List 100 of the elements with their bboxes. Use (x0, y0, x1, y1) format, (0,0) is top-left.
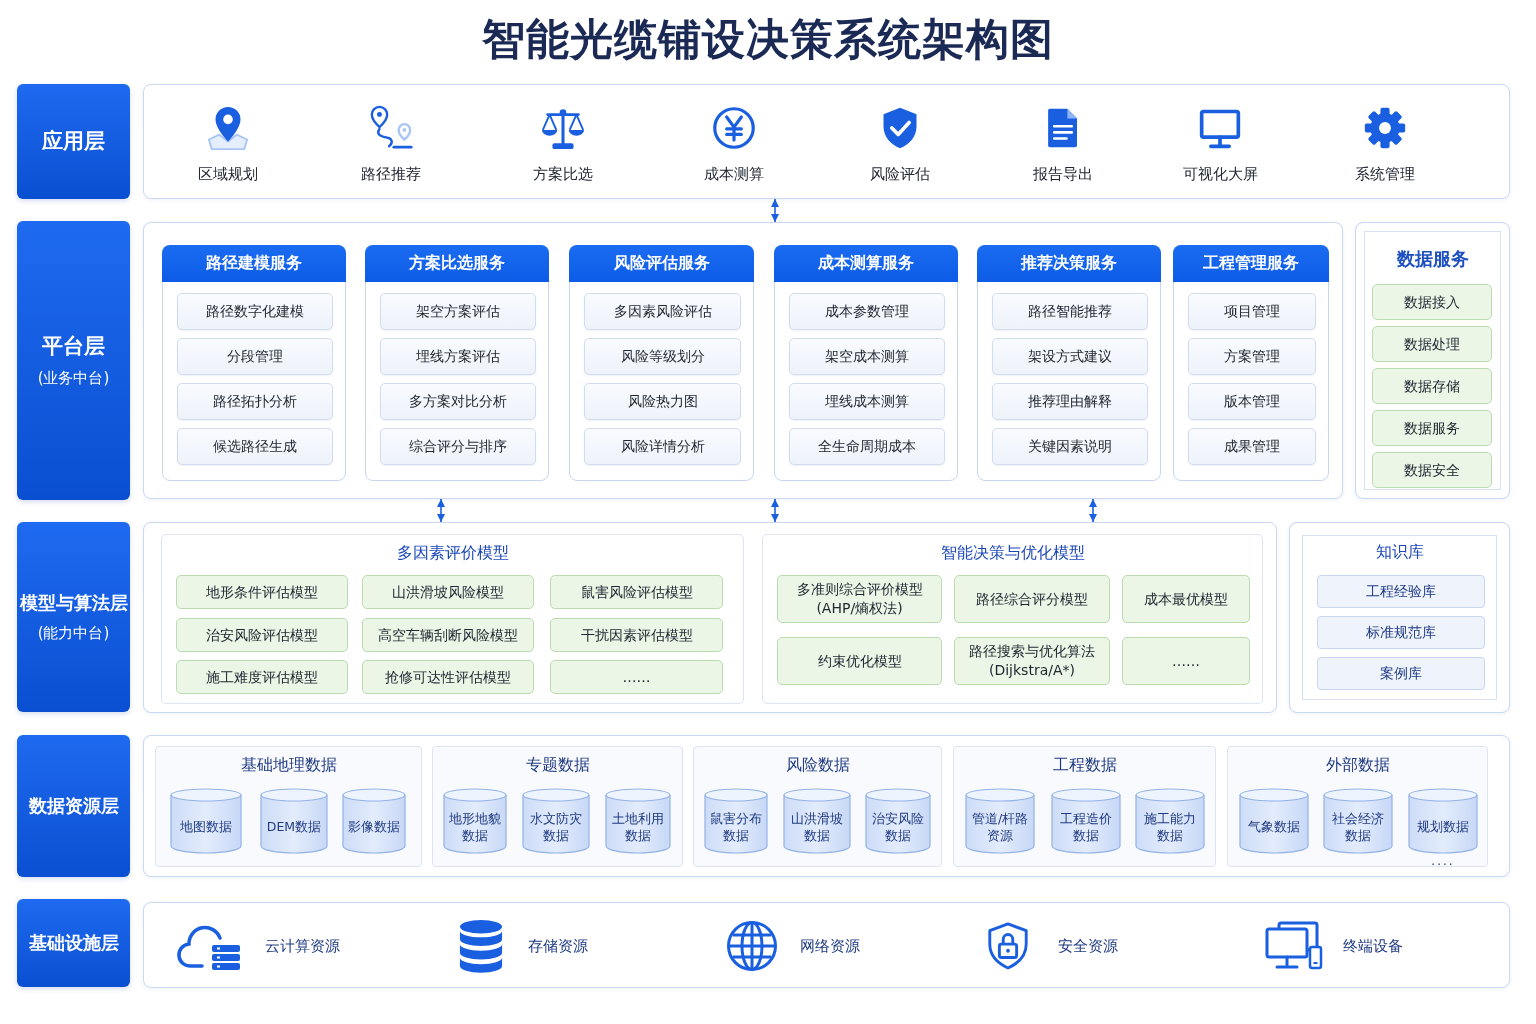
database-cylinder: 工程造价数据 (1051, 788, 1121, 854)
layer-panel (143, 735, 1510, 877)
data-service-item: 数据接入 (1372, 284, 1492, 320)
service-card-header: 工程管理服务 (1173, 245, 1329, 282)
function-item: 多方案对比分析 (380, 383, 536, 420)
model-item: 路径综合评分模型 (954, 575, 1110, 623)
service-card-header: 风险评估服务 (569, 245, 754, 282)
model-item: 抢修可达性评估模型 (362, 660, 534, 694)
database-cylinder: 规划数据 (1408, 788, 1478, 854)
database-cylinder: 地图数据 (170, 788, 242, 854)
database-cylinder: 山洪滑坡数据 (783, 788, 851, 854)
model-item: …… (1122, 637, 1250, 685)
function-item: 埋线成本测算 (789, 383, 945, 420)
layer-panel (143, 902, 1510, 988)
model-item: 干扰因素评估模型 (550, 618, 723, 652)
service-card (977, 245, 1161, 481)
service-card-header: 路径建模服务 (162, 245, 346, 282)
function-item: 推荐理由解释 (992, 383, 1148, 420)
database-cylinder: 社会经济数据 (1323, 788, 1393, 854)
function-item: 路径拓扑分析 (177, 383, 333, 420)
function-item: 版本管理 (1188, 383, 1316, 420)
database-cylinder: 管道/杆路资源 (965, 788, 1035, 854)
resource-label: 终端设备 (1343, 937, 1403, 955)
group-title: 多因素评价模型 (396, 543, 509, 563)
data-service-item: 数据安全 (1372, 452, 1492, 488)
group-title: 外部数据 (1325, 755, 1390, 775)
module-label: 可视化大屏 (1182, 165, 1258, 183)
layer-tab (17, 522, 130, 712)
function-item: 项目管理 (1188, 293, 1316, 330)
group-title: 风险数据 (785, 755, 850, 775)
model-group-panel (161, 534, 744, 704)
function-item: 成本参数管理 (789, 293, 945, 330)
layer-panel (143, 522, 1277, 713)
layer-title: 数据资源层 (28, 795, 119, 817)
function-item: 关键因素说明 (992, 428, 1148, 465)
data-service-panel (1355, 222, 1510, 499)
layer-subtitle: (能力中台) (37, 623, 110, 642)
data-group-panel (155, 746, 422, 867)
knowledge-item: 案例库 (1317, 657, 1485, 690)
knowledge-item: 标准规范库 (1317, 616, 1485, 649)
model-item: 山洪滑坡风险模型 (362, 575, 534, 609)
module-label: 方案比选 (533, 165, 593, 183)
function-item: 架空方案评估 (380, 293, 536, 330)
double-arrow (437, 498, 445, 523)
function-item: 候选路径生成 (177, 428, 333, 465)
function-item: 埋线方案评估 (380, 338, 536, 375)
service-card (1173, 245, 1329, 481)
database-cylinder: DEM数据 (260, 788, 328, 854)
layer-title: 模型与算法层 (19, 592, 128, 614)
function-item: 分段管理 (177, 338, 333, 375)
model-item: 鼠害风险评估模型 (550, 575, 723, 609)
group-title: 工程数据 (1052, 755, 1117, 775)
layer-tab (17, 899, 130, 987)
service-card (774, 245, 958, 481)
model-item: 治安风险评估模型 (176, 618, 348, 652)
database-cylinder: 地形地貌数据 (443, 788, 507, 854)
resource-label: 云计算资源 (265, 937, 340, 955)
layer-title: 平台层 (42, 333, 105, 360)
database-cylinder: 气象数据 (1239, 788, 1309, 854)
double-arrow (771, 498, 779, 523)
model-item: 成本最优模型 (1122, 575, 1250, 623)
function-item: 全生命周期成本 (789, 428, 945, 465)
module-label: 系统管理 (1355, 165, 1415, 183)
service-card-header: 推荐决策服务 (977, 245, 1161, 282)
group-title: 数据服务 (1396, 248, 1469, 270)
layer-title: 基础设施层 (28, 932, 119, 954)
module-label: 路径推荐 (361, 165, 421, 183)
database-cylinder: 施工能力数据 (1135, 788, 1205, 854)
function-item: 风险热力图 (584, 383, 741, 420)
module-label: 风险评估 (870, 165, 930, 183)
database-cylinder: 水文防灾数据 (522, 788, 590, 854)
module-label: 报告导出 (1033, 165, 1093, 183)
function-item: 成果管理 (1188, 428, 1316, 465)
database-cylinder: 鼠害分布数据 (704, 788, 768, 854)
function-item: 路径数字化建模 (177, 293, 333, 330)
data-service-item: 数据存储 (1372, 368, 1492, 404)
model-item: 地形条件评估模型 (176, 575, 348, 609)
function-item: 多因素风险评估 (584, 293, 741, 330)
group-title: 智能决策与优化模型 (940, 543, 1085, 563)
model-group-panel (762, 534, 1263, 704)
resource-label: 安全资源 (1058, 937, 1118, 955)
layer-subtitle: (业务中台) (37, 369, 110, 388)
function-item: 风险详情分析 (584, 428, 741, 465)
database-cylinder: 影像数据 (342, 788, 406, 854)
resource-label: 存储资源 (528, 937, 588, 955)
double-arrow (771, 198, 779, 223)
data-group-panel (953, 746, 1216, 867)
service-card (162, 245, 346, 481)
layer-title: 应用层 (42, 128, 105, 155)
model-item: 约束优化模型 (777, 637, 942, 685)
layer-tab (17, 84, 130, 199)
diagram-title: 智能光缆铺设决策系统架构图 (482, 13, 1054, 66)
service-card-header: 方案比选服务 (365, 245, 549, 282)
database-cylinder: 治安风险数据 (865, 788, 931, 854)
data-service-item: 数据处理 (1372, 326, 1492, 362)
data-group-panel (693, 746, 942, 867)
module-label: 区域规划 (198, 165, 258, 183)
function-item: 方案管理 (1188, 338, 1316, 375)
model-item: 多准则综合评价模型 (AHP/熵权法) (777, 575, 942, 623)
layer-tab (17, 221, 130, 500)
